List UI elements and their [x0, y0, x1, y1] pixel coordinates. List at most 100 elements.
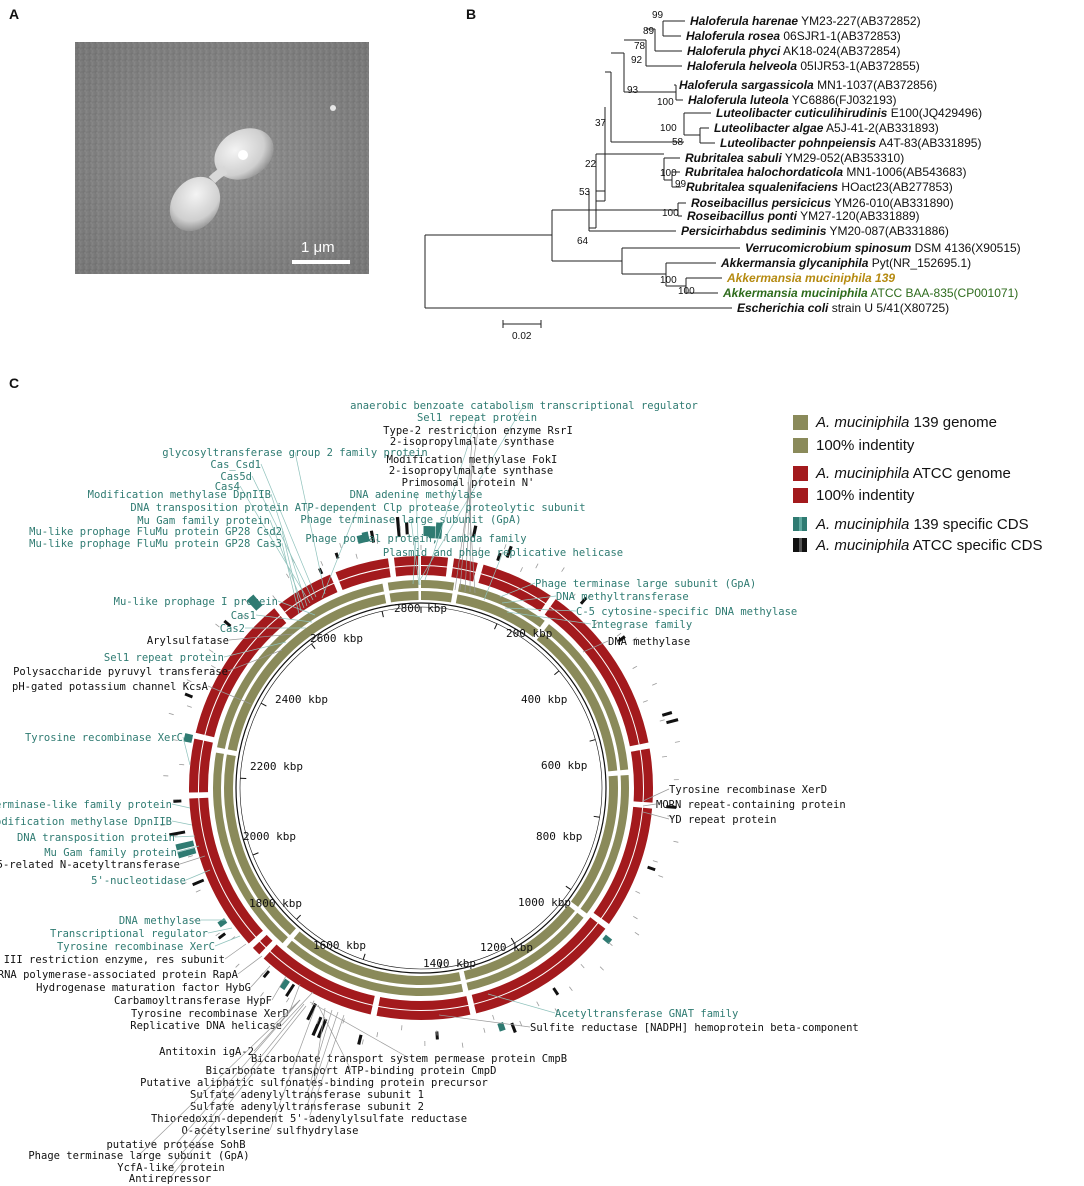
gene-annotation: Phage terminase large subunit (GpA)	[535, 578, 756, 590]
cds-atcc-specific	[666, 805, 677, 809]
bootstrap-value: 89	[643, 26, 655, 37]
gene-annotation: Cas1	[231, 610, 256, 622]
gene-annotation: Tyrosine recombinase XerC	[57, 941, 215, 953]
cds-atcc-specific	[311, 1016, 323, 1037]
gene-annotation: Sulfate adenylyltransferase subunit 1	[190, 1089, 424, 1101]
legend-swatch	[793, 488, 808, 503]
gene-annotation: Bicarbonate transport ATP-binding protei…	[206, 1065, 497, 1077]
cds-atcc-specific	[217, 932, 227, 940]
gene-annotation: putative protease SohB	[106, 1139, 245, 1151]
legend-swatch	[793, 438, 808, 453]
legend-label: 100% indentity	[816, 437, 915, 454]
cds-atcc-specific	[405, 522, 409, 535]
gene-annotation: YD repeat protein	[669, 814, 776, 826]
cds-atcc-specific	[647, 865, 656, 872]
taxon-label: Escherichia coli strain U 5/41(X80725)	[737, 301, 949, 315]
tree-scale-bar: 0.02	[502, 320, 542, 342]
gene-annotation: Carbamoyltransferase HypF	[114, 995, 272, 1007]
bootstrap-value: 100	[678, 286, 695, 297]
kbp-label: 2000 kbp	[243, 830, 296, 843]
kbp-label: 1200 kbp	[480, 941, 533, 954]
taxon-label: Haloferula rosea 06SJR1-1(AB372853)	[686, 29, 901, 43]
scale-label: 1 μm	[301, 239, 335, 256]
gene-annotation: Modification methylase DpnIIB	[88, 489, 271, 501]
gene-annotation: Mu-like prophage I protein	[114, 596, 278, 608]
taxon-label: Verrucomicrobium spinosum DSM 4136(X9051…	[745, 241, 1021, 255]
bootstrap-value: 99	[675, 179, 687, 190]
cds-139-specific	[497, 1022, 506, 1032]
cell-lower	[169, 176, 221, 232]
kbp-label: 1000 kbp	[518, 896, 571, 909]
phylogenetic-tree	[424, 20, 740, 309]
gene-annotation: Mu-like prophage FluMu protein GP28 Csd2	[29, 526, 282, 538]
backbone-circle	[235, 602, 607, 974]
gene-annotation: anaerobic benzoate catabolism transcript…	[350, 400, 698, 412]
taxon-label: Rubritalea sabuli YM29-052(AB353310)	[685, 151, 904, 165]
gene-annotation: Modification methylase FokI	[387, 454, 558, 466]
kbp-label: 1400 kbp	[423, 957, 476, 970]
legend-label: 100% indentity	[816, 487, 915, 504]
gene-annotation: Putative aliphatic sulfonates-binding pr…	[140, 1077, 488, 1089]
kbp-label: 2600 kbp	[310, 632, 363, 645]
cds-139-specific	[279, 978, 290, 991]
gene-annotation: Plasmid and phage replicative helicase	[383, 547, 623, 559]
cds-139-specific	[602, 934, 613, 945]
legend-swatch	[793, 415, 808, 430]
cds-atcc-specific	[579, 596, 588, 605]
gene-annotation: RNA polymerase-associated protein RapA	[0, 969, 239, 981]
taxon-label: Haloferula phyci AK18-024(AB372854)	[687, 44, 900, 58]
kbp-label: 600 kbp	[541, 759, 587, 772]
gene-annotation: Acetyltransferase GNAT family	[555, 1008, 738, 1020]
gene-annotation: C-5 cytosine-specific DNA methylase	[576, 606, 797, 618]
gene-annotation: Replicative DNA helicase	[130, 1020, 282, 1032]
taxon-label: Rubritalea halochordaticola MN1-1006(AB5…	[685, 165, 966, 179]
cds-atcc-specific	[173, 799, 182, 803]
taxon-label: Luteolibacter algae A5J-41-2(AB331893)	[714, 121, 939, 135]
gene-annotation: Type-2 restriction enzyme RsrI	[383, 425, 573, 437]
taxon-label: Roseibacillus persicicus YM26-010(AB3318…	[691, 196, 954, 210]
gene-annotation: Tyrosine recombinase XerC	[25, 732, 183, 744]
kbp-label: 1800 kbp	[249, 897, 302, 910]
gene-annotation: Transcriptional regulator	[50, 928, 208, 940]
gene-annotation: Integrase family	[591, 619, 692, 631]
taxon-label: Haloferula luteola YC6886(FJ032193)	[688, 93, 897, 107]
bootstrap-value: 100	[657, 97, 674, 108]
cds-139-specific	[175, 840, 195, 851]
cds-atcc-specific	[357, 1034, 363, 1045]
bootstrap-value: 78	[634, 41, 646, 52]
taxon-label: Roseibacillus ponti YM27-120(AB331889)	[687, 209, 920, 223]
bootstrap-value: 22	[585, 159, 597, 170]
kbp-label: 200 kbp	[506, 627, 552, 640]
kbp-label: 2800 kbp	[394, 602, 447, 615]
gene-annotation: Polysaccharide pyruvyl transferase	[13, 666, 228, 678]
cds-atcc-specific	[505, 545, 513, 559]
gene-annotation: Sulfite reductase [NADPH] hemoprotein be…	[530, 1022, 859, 1034]
taxon-label: Haloferula sargassicola MN1-1037(AB37285…	[679, 78, 937, 92]
kbp-label: 800 kbp	[536, 830, 582, 843]
gene-annotation: Mu Gam family protein	[44, 847, 177, 859]
gene-annotation: Phage portal protein, lambda family	[305, 533, 526, 545]
cds-139-specific	[435, 522, 443, 539]
cds-atcc-specific	[666, 718, 679, 725]
kbp-label: 1600 kbp	[313, 939, 366, 952]
gene-annotation: 5'-nucleotidase	[91, 875, 186, 887]
gene-annotation: Hydrogenase maturation factor HybG	[36, 982, 251, 994]
cds-atcc-specific	[318, 567, 324, 575]
cds-atcc-specific	[471, 525, 478, 538]
legend-swatch	[793, 466, 808, 481]
kbp-label: 2200 kbp	[250, 760, 303, 773]
panel-label-b: B	[466, 6, 476, 22]
gene-annotation: Phage terminase large subunit (GpA)	[300, 514, 521, 526]
gene-annotation: Sulfate adenylyltransferase subunit 2	[190, 1101, 424, 1113]
cds-atcc-specific	[552, 987, 560, 996]
legend-label: A. muciniphila ATCC genome	[815, 465, 1011, 482]
taxon-label: Akkermansia glycaniphila Pyt(NR_152695.1…	[720, 256, 971, 270]
bootstrap-value: 100	[660, 123, 677, 134]
gene-annotation: pH-gated potassium channel KcsA	[12, 681, 209, 693]
gene-annotation: glycosyltransferase group 2 family prote…	[162, 447, 428, 459]
legend-label: A. muciniphila ATCC specific CDS	[815, 537, 1042, 554]
gene-annotation: Mu-like prophage FluMu protein GP28 Cas3	[29, 538, 282, 550]
cds-139-specific	[428, 526, 436, 539]
gene-annotation: DNA methylase	[119, 915, 201, 927]
